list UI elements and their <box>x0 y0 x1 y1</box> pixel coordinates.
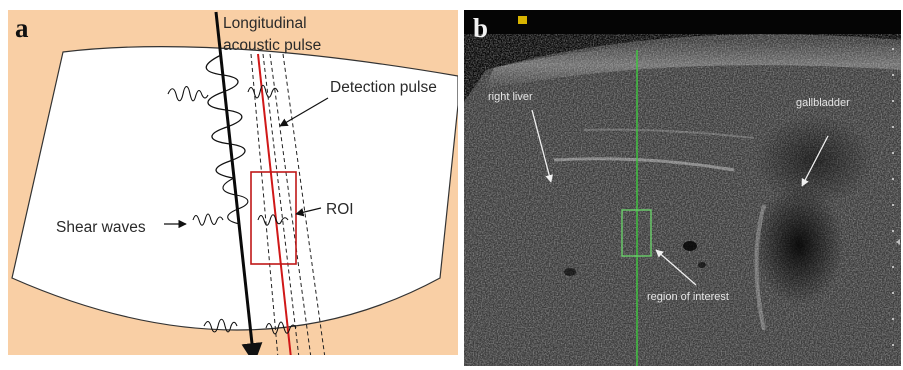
longitudinal-label-line2: acoustic pulse <box>223 37 321 54</box>
panel-b-letter: b <box>473 13 488 43</box>
panel-a-schematic: a Longitudinal acoustic pulse Detection … <box>8 10 458 355</box>
detection-pulse-label: Detection pulse <box>330 79 437 96</box>
ultrasound-badge <box>518 16 527 24</box>
ultrasound-svg: b right liver gallbladder region of inte… <box>464 10 901 366</box>
roi-label: ROI <box>326 201 354 218</box>
longitudinal-label-line1: Longitudinal <box>223 15 307 32</box>
shear-waves-label: Shear waves <box>56 219 146 236</box>
panel-b-ultrasound: b right liver gallbladder region of inte… <box>464 10 901 366</box>
schematic-svg: a Longitudinal acoustic pulse Detection … <box>8 10 458 355</box>
ultrasound-image <box>464 34 901 366</box>
panel-a-letter: a <box>15 13 29 43</box>
gallbladder-label: gallbladder <box>796 97 850 109</box>
region-of-interest-label: region of interest <box>647 291 729 303</box>
right-liver-label: right liver <box>488 91 533 103</box>
